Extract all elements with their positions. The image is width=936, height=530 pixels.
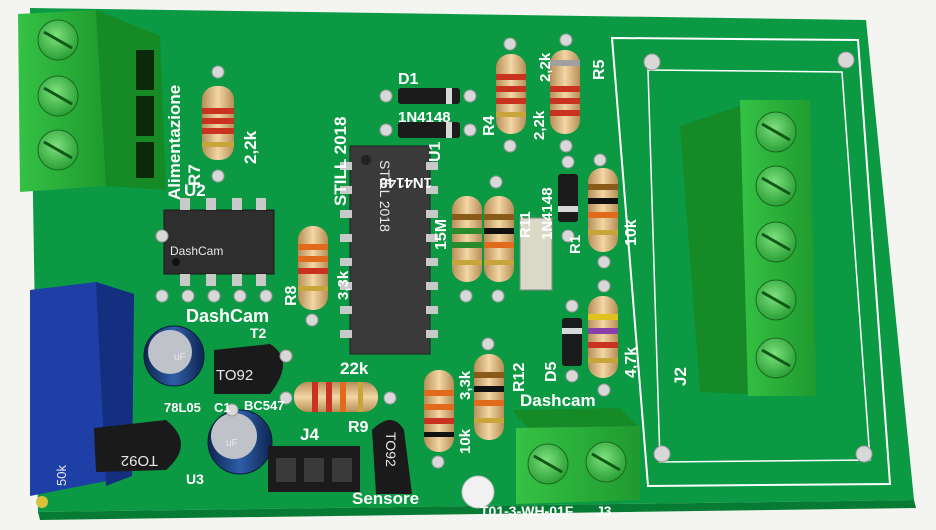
resistor-r7 (202, 86, 234, 160)
chip-t2-marking: TO92 (216, 367, 253, 384)
label-dashcam: DashCam (186, 306, 269, 326)
label-r4: R4 (481, 115, 498, 136)
label-j3: J3 (596, 503, 612, 519)
diode-d5 (562, 318, 582, 366)
terminal-block-power (18, 10, 166, 192)
resistor-r11 (484, 196, 514, 282)
trimmer-potentiometer (30, 282, 134, 508)
terminal-block-j3 (512, 408, 640, 504)
label-u3: U3 (186, 471, 204, 487)
solder-pads (155, 33, 611, 469)
resistor-r1 (588, 168, 618, 252)
cap-1-marking: uF (174, 352, 186, 363)
chip-u3-marking: TO92 (121, 452, 158, 469)
terminal-block-j2 (680, 100, 816, 396)
label-d5: D5 (543, 361, 560, 382)
cap-2-marking: uF (226, 438, 238, 449)
label-c1: C1 (214, 400, 231, 415)
label-r5: R5 (591, 59, 608, 80)
label-r7-value: 2,2k (241, 130, 260, 164)
chip-small-marking: DashCam (170, 244, 223, 258)
label-dashcam-2: Dashcam (520, 391, 596, 410)
resistor-r12 (474, 354, 504, 440)
label-u1: U1 (427, 141, 444, 162)
transistor-sensor (372, 420, 412, 494)
silk-outline-j2 (610, 36, 892, 488)
mounting-pads (643, 51, 873, 463)
label-r12: R12 (511, 363, 528, 392)
label-still: STILL 2018 (331, 117, 350, 206)
label-r1-value: 10k (623, 219, 640, 246)
label-r1: R1 (567, 235, 584, 254)
label-r8-value: 3,3k (335, 270, 352, 300)
regulator-u3 (94, 420, 181, 472)
led (461, 475, 495, 509)
label-r47k-value: 4,7k (623, 347, 640, 378)
label-r15m: 15M (433, 219, 450, 250)
diode-d3 (558, 174, 578, 222)
label-r7: R7 (185, 164, 204, 186)
ic-small (163, 198, 275, 286)
header-j4 (268, 446, 360, 492)
capacitor-electrolytic-2 (207, 409, 273, 475)
chip-sensor-marking: TO92 (383, 432, 399, 467)
label-j4: J4 (300, 425, 319, 444)
label-u2: U2 (184, 181, 206, 200)
resistor-r15m (452, 196, 482, 282)
diode-d1 (398, 88, 460, 138)
label-d3-value: 1N4148 (539, 187, 556, 240)
transistor-t2 (214, 344, 283, 394)
label-t2: T2 (250, 325, 267, 341)
label-r9-value: 3,3k (457, 370, 474, 400)
label-sensore: Sensore (352, 489, 419, 508)
label-d2-value: 1N4148 (379, 174, 432, 191)
trimmer-marking: 50k (54, 465, 69, 486)
pcb-board-edge (38, 500, 916, 520)
label-r9: R9 (348, 419, 369, 436)
label-r12-value: 10k (457, 428, 474, 454)
resistor-r47k (588, 296, 618, 378)
capacitor-electrolytic-1 (143, 325, 205, 387)
label-r8: R8 (283, 285, 300, 306)
ic-main (340, 145, 438, 355)
label-78l05: 78L05 (164, 400, 201, 415)
label-r4-value: 2,2k (531, 110, 548, 140)
resistor-r4 (496, 54, 526, 134)
resistor-r8 (298, 226, 328, 310)
label-bc547: BC547 (244, 398, 284, 413)
label-alimentazione: Alimentazione (165, 85, 184, 200)
resistor-r9 (424, 370, 454, 452)
label-j2: J2 (671, 367, 690, 386)
label-conn-code: T01-3-WH-01F (480, 503, 574, 519)
label-r11: R11 (517, 211, 534, 238)
label-r5-value: 2,2k (537, 52, 554, 82)
capacitor-film (519, 217, 553, 291)
label-d1-value: 1N4148 (398, 109, 451, 126)
resistor-r22k (294, 382, 378, 412)
resistor-r5 (550, 50, 580, 134)
label-22k: 22k (340, 359, 369, 378)
label-d1: D1 (398, 71, 419, 88)
chip-main-marking: STILL 2018 (377, 160, 393, 232)
